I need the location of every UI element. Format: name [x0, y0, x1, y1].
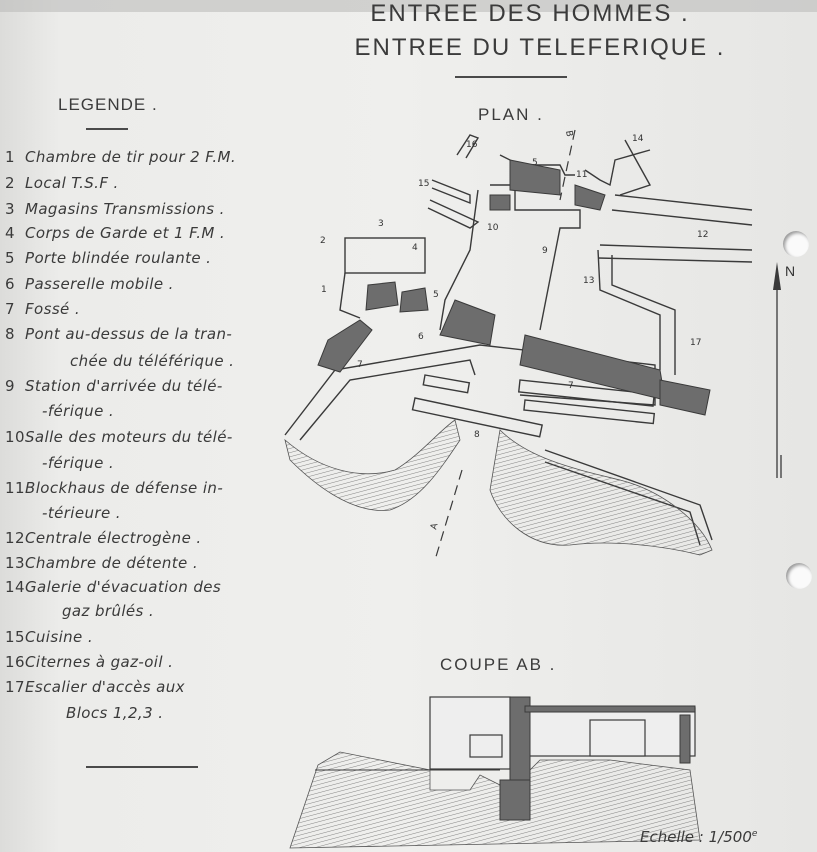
legend-item-8-cont: chée du téléférique .	[70, 352, 235, 370]
plan-label: PLAN .	[478, 105, 544, 124]
scale-suffix: e	[751, 829, 758, 839]
section-drawing	[289, 696, 701, 849]
legend-item-17-cont: Blocs 1,2,3 .	[66, 704, 164, 722]
plan-num-7b: 7	[568, 381, 574, 391]
plan-num-1: 1	[321, 285, 327, 295]
plan-num-10: 10	[487, 223, 499, 233]
section-line-ab	[434, 129, 576, 561]
binder-hole-bottom	[786, 563, 812, 589]
plan-num-12: 12	[697, 230, 708, 240]
legend-item-10-cont: -férique .	[42, 454, 115, 472]
plan-num-17: 16	[466, 140, 478, 150]
plan-num-4: 4	[412, 243, 418, 253]
legend-item-15: 15Cuisine .	[5, 628, 94, 646]
legend-title-underline	[86, 128, 128, 130]
plan-num-15: 15	[418, 179, 429, 189]
legend-item-10: 10Salle des moteurs du télé-	[5, 428, 233, 446]
plan-num-7a: 7	[357, 360, 363, 370]
north-arrow: N	[773, 262, 795, 478]
plan-rock-hatching	[284, 419, 713, 556]
binder-hole-top	[783, 231, 809, 257]
plan-num-5b: 5	[433, 290, 439, 300]
legend-title: LEGENDE .	[58, 95, 158, 114]
section-mark-a: A	[429, 521, 440, 530]
scale-label: Echelle : 1/500e	[640, 828, 757, 846]
legend-item-14-cont: gaz brûlés .	[62, 602, 155, 620]
legend-item-12: 12Centrale électrogène .	[5, 529, 202, 547]
plan-num-14: 17	[690, 338, 701, 348]
plan-num-2: 2	[320, 236, 326, 246]
legend-item-9-cont: -férique .	[42, 402, 115, 420]
legend-item-17: 17Escalier d'accès aux	[5, 678, 185, 696]
north-label: N	[785, 263, 795, 279]
legend-item-11-cont: -térieure .	[42, 504, 121, 522]
scale-text: Echelle :	[640, 828, 704, 846]
plan-num-8: 8	[474, 430, 480, 440]
scan-edge	[0, 0, 817, 12]
plan-num-11: 11	[576, 170, 587, 180]
plan-numbers: 16 15 14 5 11 10 9 12 3 2 4 13 1 5 6 17 …	[320, 130, 708, 531]
plan-num-9: 9	[542, 246, 548, 256]
plan-num-3: 3	[378, 219, 384, 229]
legend-item-16: 16Citernes à gaz-oil .	[5, 653, 174, 671]
plan-num-5a: 5	[532, 158, 538, 168]
legend-item-11: 11Blockhaus de défense in-	[5, 479, 224, 497]
title-entree-hommes: ENTREE DES HOMMES .	[370, 0, 690, 27]
plan-solid-walls	[317, 159, 711, 416]
plan-num-16: 14	[632, 134, 644, 144]
title-underline	[455, 76, 567, 78]
plan-num-13: 13	[583, 276, 594, 286]
section-mark-b: B	[563, 130, 574, 138]
section-label: COUPE AB .	[440, 655, 557, 674]
legend-item-13: 13Chambre de détente .	[5, 554, 198, 572]
title-entree-teleferique: ENTREE DU TELEFERIQUE .	[354, 34, 726, 61]
scale-value: 1/500	[708, 828, 752, 846]
legend-item-14: 14Galerie d'évacuation des	[5, 578, 222, 596]
plan-num-6: 6	[418, 332, 424, 342]
legend-bottom-rule	[86, 766, 198, 768]
